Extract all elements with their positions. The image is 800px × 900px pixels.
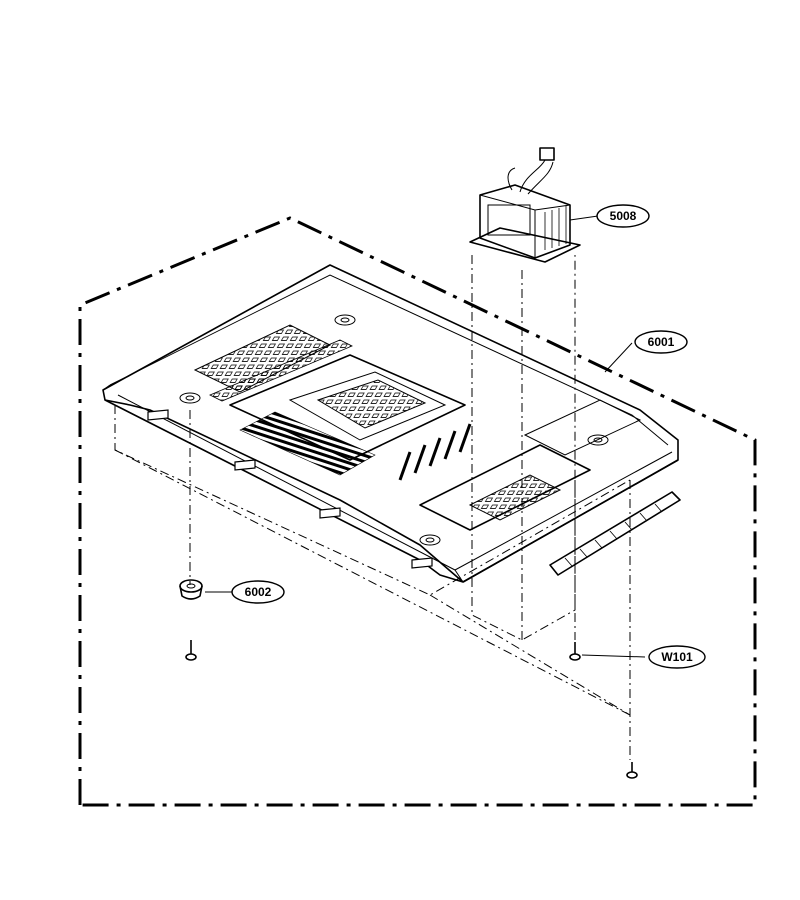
callout-5008: 5008 (596, 204, 650, 228)
callout-label: 6001 (648, 335, 675, 349)
rubber-foot (179, 579, 203, 600)
callout-6001: 6001 (634, 330, 688, 354)
leader-lines (205, 215, 646, 658)
screws (185, 640, 638, 779)
mounting-bar (549, 491, 681, 576)
transformer (469, 147, 581, 263)
callout-6002: 6002 (231, 580, 285, 604)
callout-label: W101 (661, 650, 693, 664)
projection-lines (114, 255, 631, 760)
callout-label: 5008 (610, 209, 637, 223)
callout-label: 6002 (245, 585, 272, 599)
base-plate (102, 264, 679, 583)
callout-W101: W101 (648, 645, 706, 669)
